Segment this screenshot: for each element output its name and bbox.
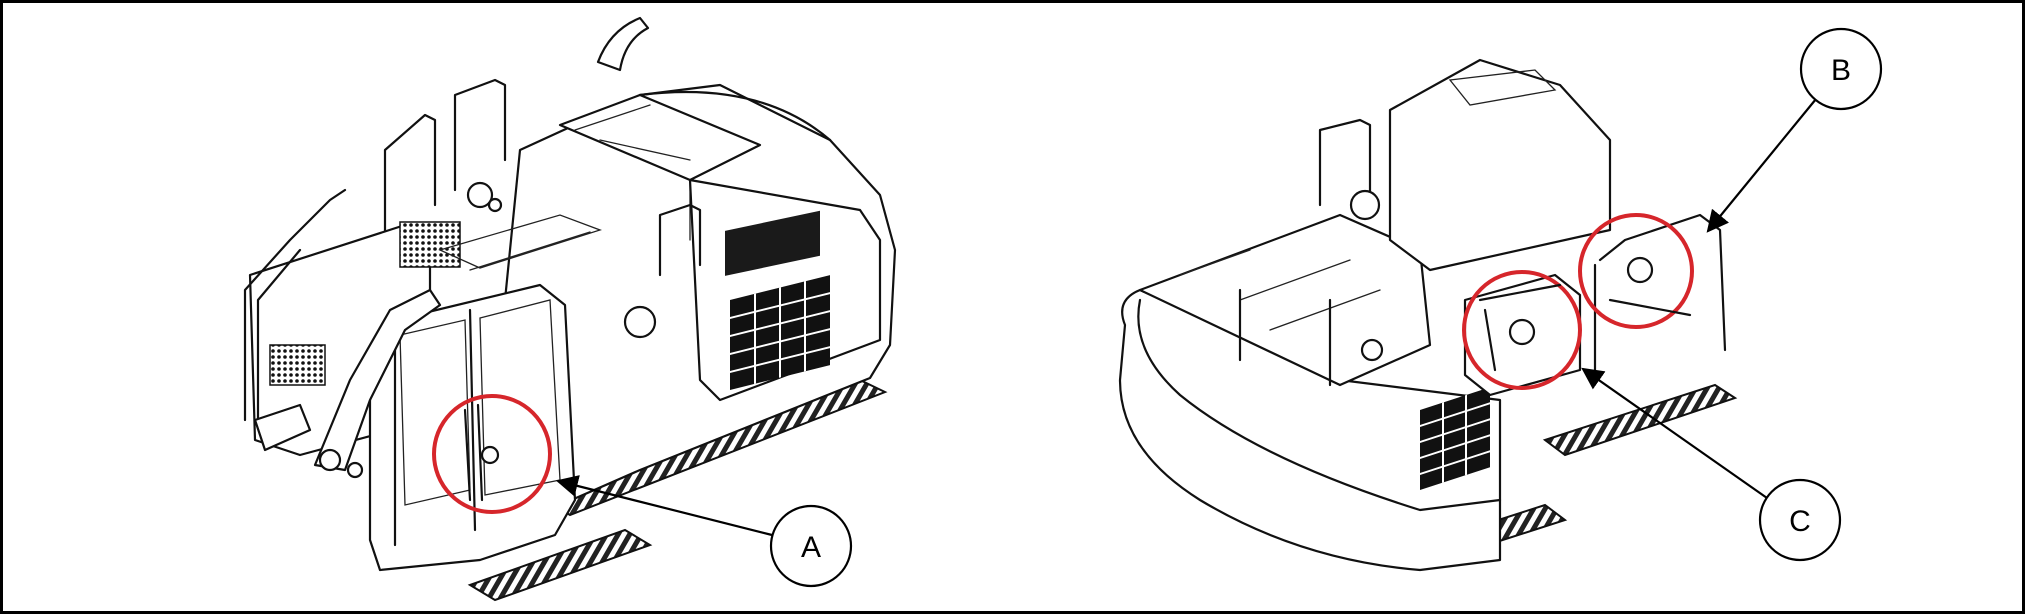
callout-a-leader [555,475,773,537]
callout-b-label: B [1831,54,1851,87]
callout-a-label: A [801,531,821,564]
callout-c-leader [1581,367,1768,499]
engine-deck [1138,213,1432,387]
rear-grill [1420,387,1490,490]
callout-b-leader [1706,98,1817,233]
right-guardrail [1598,213,1727,352]
engine-hood [558,93,762,182]
excavator-front-view [243,16,897,602]
guardrail-left [243,188,347,422]
handrail-mid [453,78,507,192]
callout-a-circle [769,504,853,588]
rear-tank-cap [1349,189,1381,221]
callout-c-circle [1758,478,1842,562]
counterweight [1118,288,1502,572]
excavator-rear-view [1118,58,1738,572]
highlight-ring-c [1462,270,1582,390]
handrail-right [658,203,702,277]
callout-c-label: C [1789,505,1811,538]
callout-b-circle [1799,27,1883,111]
boom-arm [313,288,442,472]
callout-a: A [555,475,853,588]
side-grill-upper [725,210,820,276]
side-grill-lower [730,275,830,390]
step-box [253,403,312,452]
handrail-left [383,113,437,242]
tank-cap [623,305,657,339]
highlight-ring-b [1578,213,1694,329]
rear-cab [1388,58,1612,272]
highlight-ring-a [432,394,552,514]
callout-b: B [1706,27,1883,233]
track-tread-front [467,528,653,602]
callout-c: C [1581,367,1842,562]
rear-handrail [1318,118,1372,207]
walkway-mesh [269,344,326,386]
track-tread-right-rear [1542,383,1738,457]
exhaust-pipe [596,16,650,72]
